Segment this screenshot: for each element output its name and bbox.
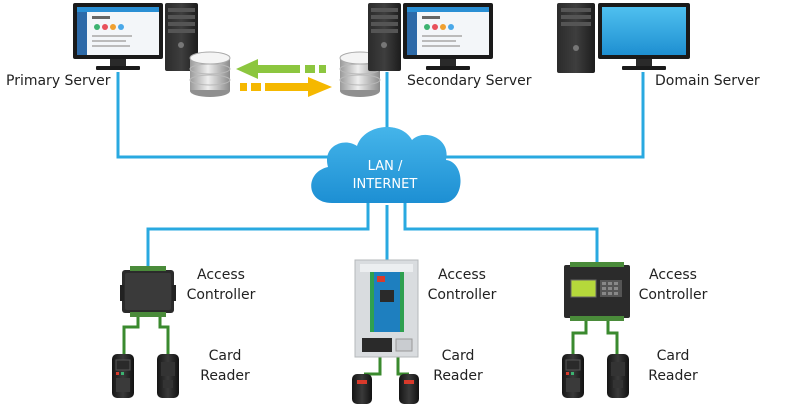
reader-3-label-line2: Reader [648,368,698,384]
card-readers-2 [352,374,419,404]
primary-monitor [73,3,163,70]
network-lines [116,72,645,270]
reader-2-label: Card Reader [413,346,503,386]
network-label-line2: INTERNET [352,177,418,192]
controller-3-label-line2: Controller [638,287,708,303]
domain-server-label: Domain Server [655,73,760,89]
controller-wires [122,313,619,376]
lan-internet-cloud [311,127,461,203]
access-controller-1 [120,266,176,317]
access-controller-3 [564,262,630,321]
access-controller-2 [354,259,419,358]
controller-1-label-line2: Controller [186,287,256,303]
domain-tower [557,3,595,73]
controller-2-label-line2: Controller [427,287,497,303]
domain-server-link [440,72,645,159]
controller-1-label-line1: Access [197,267,245,283]
secondary-server-label: Secondary Server [407,73,532,89]
reader-2-label-line2: Reader [433,368,483,384]
replication-arrows [236,59,332,97]
reader-1-label-line1: Card [208,348,242,364]
controller-1-label: Access Controller [176,265,266,305]
primary-server-link [116,72,330,159]
sync-arrow-right [240,77,332,97]
reader-1-label-line2: Reader [200,368,250,384]
reader-1-label: Card Reader [180,346,270,386]
reader-2-label-line1: Card [441,348,475,364]
domain-server [557,3,690,73]
card-reader-slim-a [352,374,372,404]
card-reader-slim-b [399,374,419,404]
controller-1-link [146,200,370,270]
domain-monitor [598,3,690,70]
secondary-server [339,3,493,97]
network-label: LAN / INTERNET [330,158,440,194]
card-reader-proximity-3 [607,354,629,398]
primary-tower [165,3,198,71]
card-readers-3 [562,354,629,398]
primary-database-icon [189,51,231,97]
controller-3-label-line1: Access [649,267,697,283]
secondary-tower [368,3,401,71]
controller-2-label: Access Controller [417,265,507,305]
reader-3-label: Card Reader [628,346,718,386]
primary-server [73,3,231,97]
card-reader-keypad-3 [562,354,584,398]
card-readers-1 [112,354,179,398]
reader-3-label-line1: Card [656,348,690,364]
controller-3-link [403,200,599,265]
primary-server-label: Primary Server [6,73,111,89]
card-reader-proximity [157,354,179,398]
network-label-line1: LAN / [367,159,403,174]
sync-arrow-left [236,59,326,79]
controller-2-label-line1: Access [438,267,486,283]
card-reader-keypad [112,354,134,398]
controller-3-label: Access Controller [628,265,718,305]
secondary-monitor [403,3,493,70]
